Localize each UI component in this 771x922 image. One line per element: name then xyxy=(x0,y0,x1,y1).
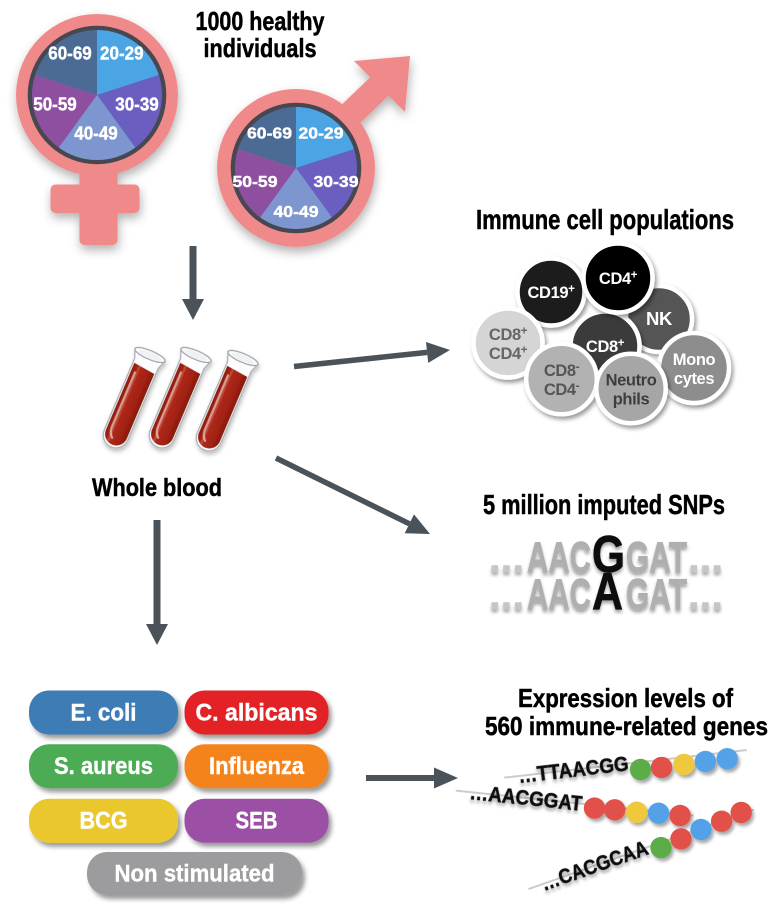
svg-text:Non stimulated: Non stimulated xyxy=(115,860,275,887)
svg-text:A: A xyxy=(592,563,623,621)
svg-text:30-39: 30-39 xyxy=(314,174,359,191)
svg-text:5 million imputed SNPs: 5 million imputed SNPs xyxy=(483,489,725,520)
svg-text:cytes: cytes xyxy=(674,370,714,388)
svg-text:CD4+: CD4+ xyxy=(489,345,528,364)
svg-text:50-59: 50-59 xyxy=(233,174,278,191)
svg-text:40-49: 40-49 xyxy=(74,123,118,144)
svg-text:phils: phils xyxy=(613,391,650,409)
svg-text:Mono: Mono xyxy=(673,351,716,369)
svg-text:Expression levels of: Expression levels of xyxy=(518,683,733,713)
svg-text:GAT: GAT xyxy=(626,533,687,582)
svg-text:40-49: 40-49 xyxy=(274,204,319,221)
svg-text:Neutro: Neutro xyxy=(606,372,657,390)
svg-text:CD8+: CD8+ xyxy=(489,326,528,345)
svg-text:60-69: 60-69 xyxy=(48,43,92,64)
svg-text:CD8+: CD8+ xyxy=(586,338,625,357)
svg-text:1000 healthy: 1000 healthy xyxy=(196,6,325,36)
svg-text:...: ... xyxy=(489,533,524,582)
svg-text:Influenza: Influenza xyxy=(209,753,305,780)
svg-text:S. aureus: S. aureus xyxy=(54,753,153,780)
svg-text:GAT: GAT xyxy=(626,570,687,619)
svg-text:BCG: BCG xyxy=(80,808,128,835)
svg-text:Immune cell populations: Immune cell populations xyxy=(476,204,734,235)
svg-text:SEB: SEB xyxy=(236,808,278,835)
svg-text:...: ... xyxy=(489,570,524,619)
svg-text:CD4-: CD4- xyxy=(544,381,580,400)
svg-text:AAC: AAC xyxy=(527,570,591,619)
svg-text:G: G xyxy=(592,526,625,584)
svg-text:30-39: 30-39 xyxy=(115,94,159,115)
svg-text:NK: NK xyxy=(646,308,673,329)
svg-text:50-59: 50-59 xyxy=(33,94,77,115)
svg-text:E. coli: E. coli xyxy=(71,699,137,726)
svg-text:individuals: individuals xyxy=(204,33,317,63)
svg-text:CD8-: CD8- xyxy=(544,362,580,381)
svg-text:...: ... xyxy=(688,533,723,582)
svg-text:60-69: 60-69 xyxy=(247,125,292,142)
svg-text:...: ... xyxy=(688,570,723,619)
svg-text:Whole blood: Whole blood xyxy=(92,474,222,502)
svg-text:CD4+: CD4+ xyxy=(599,270,638,289)
svg-text:20-29: 20-29 xyxy=(299,125,344,142)
svg-text:20-29: 20-29 xyxy=(100,43,144,64)
svg-text:560 immune-related genes: 560 immune-related genes xyxy=(485,711,768,741)
svg-text:C. albicans: C. albicans xyxy=(196,699,318,726)
svg-text:CD19+: CD19+ xyxy=(528,284,576,303)
svg-text:AAC: AAC xyxy=(527,533,591,582)
